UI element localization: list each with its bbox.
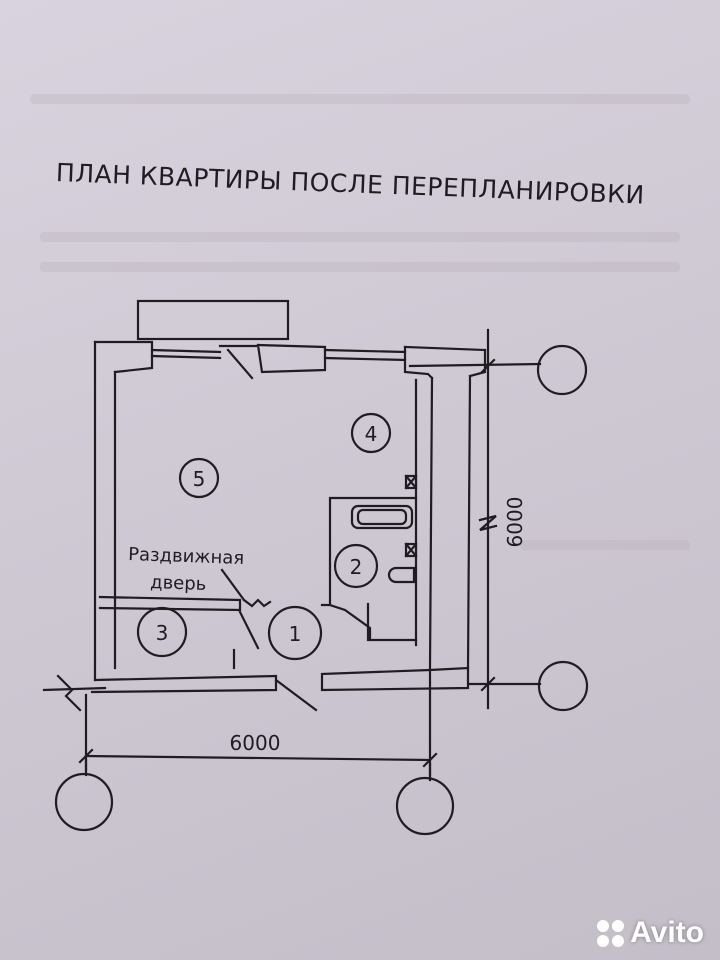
right-wall-inner [428, 376, 434, 670]
top-wall-pier [256, 343, 327, 374]
partition-room-3 [98, 595, 242, 612]
faded-text-line [40, 262, 680, 272]
bathroom-partition [320, 496, 418, 607]
window-top [323, 348, 407, 354]
avito-logo-icon [597, 919, 625, 947]
window-pane [323, 356, 407, 362]
top-wall-left [93, 340, 154, 374]
bottom-wall-left [90, 674, 278, 694]
balcony [136, 299, 290, 341]
horizontal-dimension-line [84, 754, 432, 762]
dimension-tick [78, 748, 94, 764]
axis-bubble [54, 772, 114, 832]
room-3-number: 3 [156, 621, 169, 645]
faded-text-line [40, 232, 680, 242]
right-wall-outer [466, 374, 472, 670]
room-2-marker [333, 543, 379, 589]
room-2-number: 2 [350, 555, 363, 579]
top-wall-right [403, 345, 487, 352]
room-5-marker [178, 457, 220, 499]
dimension-break-mark [478, 514, 498, 532]
door-label-line-1: Раздвижная [128, 544, 245, 569]
bathtub [350, 504, 414, 530]
window-pane [150, 348, 222, 354]
room-1-marker [267, 605, 323, 661]
toilet [387, 566, 416, 584]
axis-bubble [536, 344, 588, 396]
dimension-tick [480, 358, 496, 374]
wall-extension [42, 686, 107, 692]
room-3-marker [136, 606, 188, 658]
watermark-brand: Avito [630, 916, 704, 949]
vent-duct-cross [404, 542, 418, 558]
avito-watermark: Avito [597, 916, 704, 950]
vent-duct-cross [404, 474, 418, 490]
faded-text-line [520, 540, 690, 550]
vertical-dimension-value: 6000 [503, 497, 527, 548]
room-5-number: 5 [193, 467, 206, 491]
wall-break-mark [56, 674, 82, 712]
faded-text-line [30, 94, 690, 104]
axis-bubble [537, 660, 589, 712]
horizontal-dimension-value: 6000 [230, 731, 281, 755]
bathroom-door [328, 603, 418, 642]
door-label-leader [220, 568, 246, 602]
sliding-door-leaf [238, 610, 260, 650]
bottom-wall-right [320, 666, 470, 692]
dimension-tick [422, 752, 438, 768]
window-pane [150, 354, 222, 360]
bathtub-inner [356, 508, 408, 526]
dimension-tick [480, 676, 496, 692]
axis-bubble [395, 776, 455, 836]
top-wall-corner [403, 345, 434, 380]
room-4-marker [350, 412, 392, 454]
room-1-number: 1 [289, 622, 302, 646]
sliding-door-mark [242, 598, 272, 608]
dimension-extension-top [408, 362, 542, 368]
room-4-number: 4 [365, 422, 378, 446]
vent-duct-upper [404, 474, 418, 490]
entrance-door-swing [274, 678, 318, 712]
balcony-door-swing [226, 348, 254, 380]
vent-duct-lower [404, 542, 418, 558]
right-wall-top [468, 348, 487, 378]
door-label-line-2: дверь [150, 572, 207, 595]
